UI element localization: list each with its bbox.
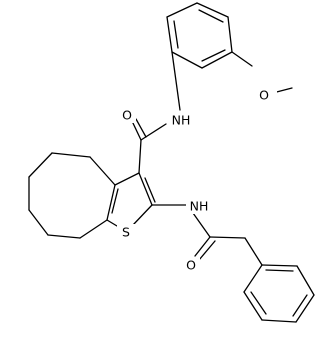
bond xyxy=(198,9,224,23)
bond xyxy=(209,236,246,239)
bond xyxy=(138,172,153,206)
bond xyxy=(138,139,142,174)
bond-lines xyxy=(28,2,315,323)
bond xyxy=(135,118,147,138)
bond xyxy=(261,319,297,323)
upper-carbonyl-oxygen-label: O xyxy=(122,108,132,123)
label-mask xyxy=(170,111,194,127)
methoxy-oxygen-label: O xyxy=(259,88,269,103)
bond xyxy=(144,177,156,203)
bond xyxy=(243,291,263,321)
label-mask xyxy=(186,196,212,214)
label-mask xyxy=(118,107,136,123)
bond xyxy=(140,123,167,141)
bond xyxy=(196,2,229,18)
bond xyxy=(111,188,119,214)
label-mask xyxy=(253,87,277,101)
bond xyxy=(28,152,53,178)
bond xyxy=(250,291,267,315)
bond xyxy=(227,16,233,53)
lower-carbonyl-oxygen-label: O xyxy=(186,258,196,273)
bond xyxy=(28,209,49,236)
bond xyxy=(265,269,294,272)
bond xyxy=(295,294,315,323)
thiophene-sulfur-label: S xyxy=(122,225,130,240)
bond xyxy=(114,172,140,186)
bond xyxy=(244,237,263,266)
bond xyxy=(79,219,108,239)
bond xyxy=(296,265,315,296)
bond xyxy=(198,240,216,261)
bond xyxy=(231,51,253,67)
amide-nh-label: NH xyxy=(172,113,191,128)
bond xyxy=(194,236,211,257)
bond xyxy=(292,294,308,317)
bond xyxy=(171,51,203,69)
bond xyxy=(201,49,226,62)
lower-amide-nh-label: NH xyxy=(190,199,209,214)
bond xyxy=(51,152,91,158)
bond xyxy=(166,16,173,53)
bond xyxy=(173,20,179,49)
bond xyxy=(132,204,153,226)
bond xyxy=(106,219,118,227)
bond xyxy=(47,234,81,239)
bond xyxy=(171,51,181,111)
atom-labels: O NH O S NH O xyxy=(117,87,277,273)
bond xyxy=(201,51,233,69)
bond xyxy=(106,184,116,221)
bond xyxy=(131,120,142,141)
bond xyxy=(89,156,116,186)
bond xyxy=(166,2,198,18)
label-mask xyxy=(182,257,200,273)
label-mask xyxy=(117,224,135,240)
bond xyxy=(192,212,211,238)
bond xyxy=(261,264,298,267)
bond xyxy=(243,264,263,293)
